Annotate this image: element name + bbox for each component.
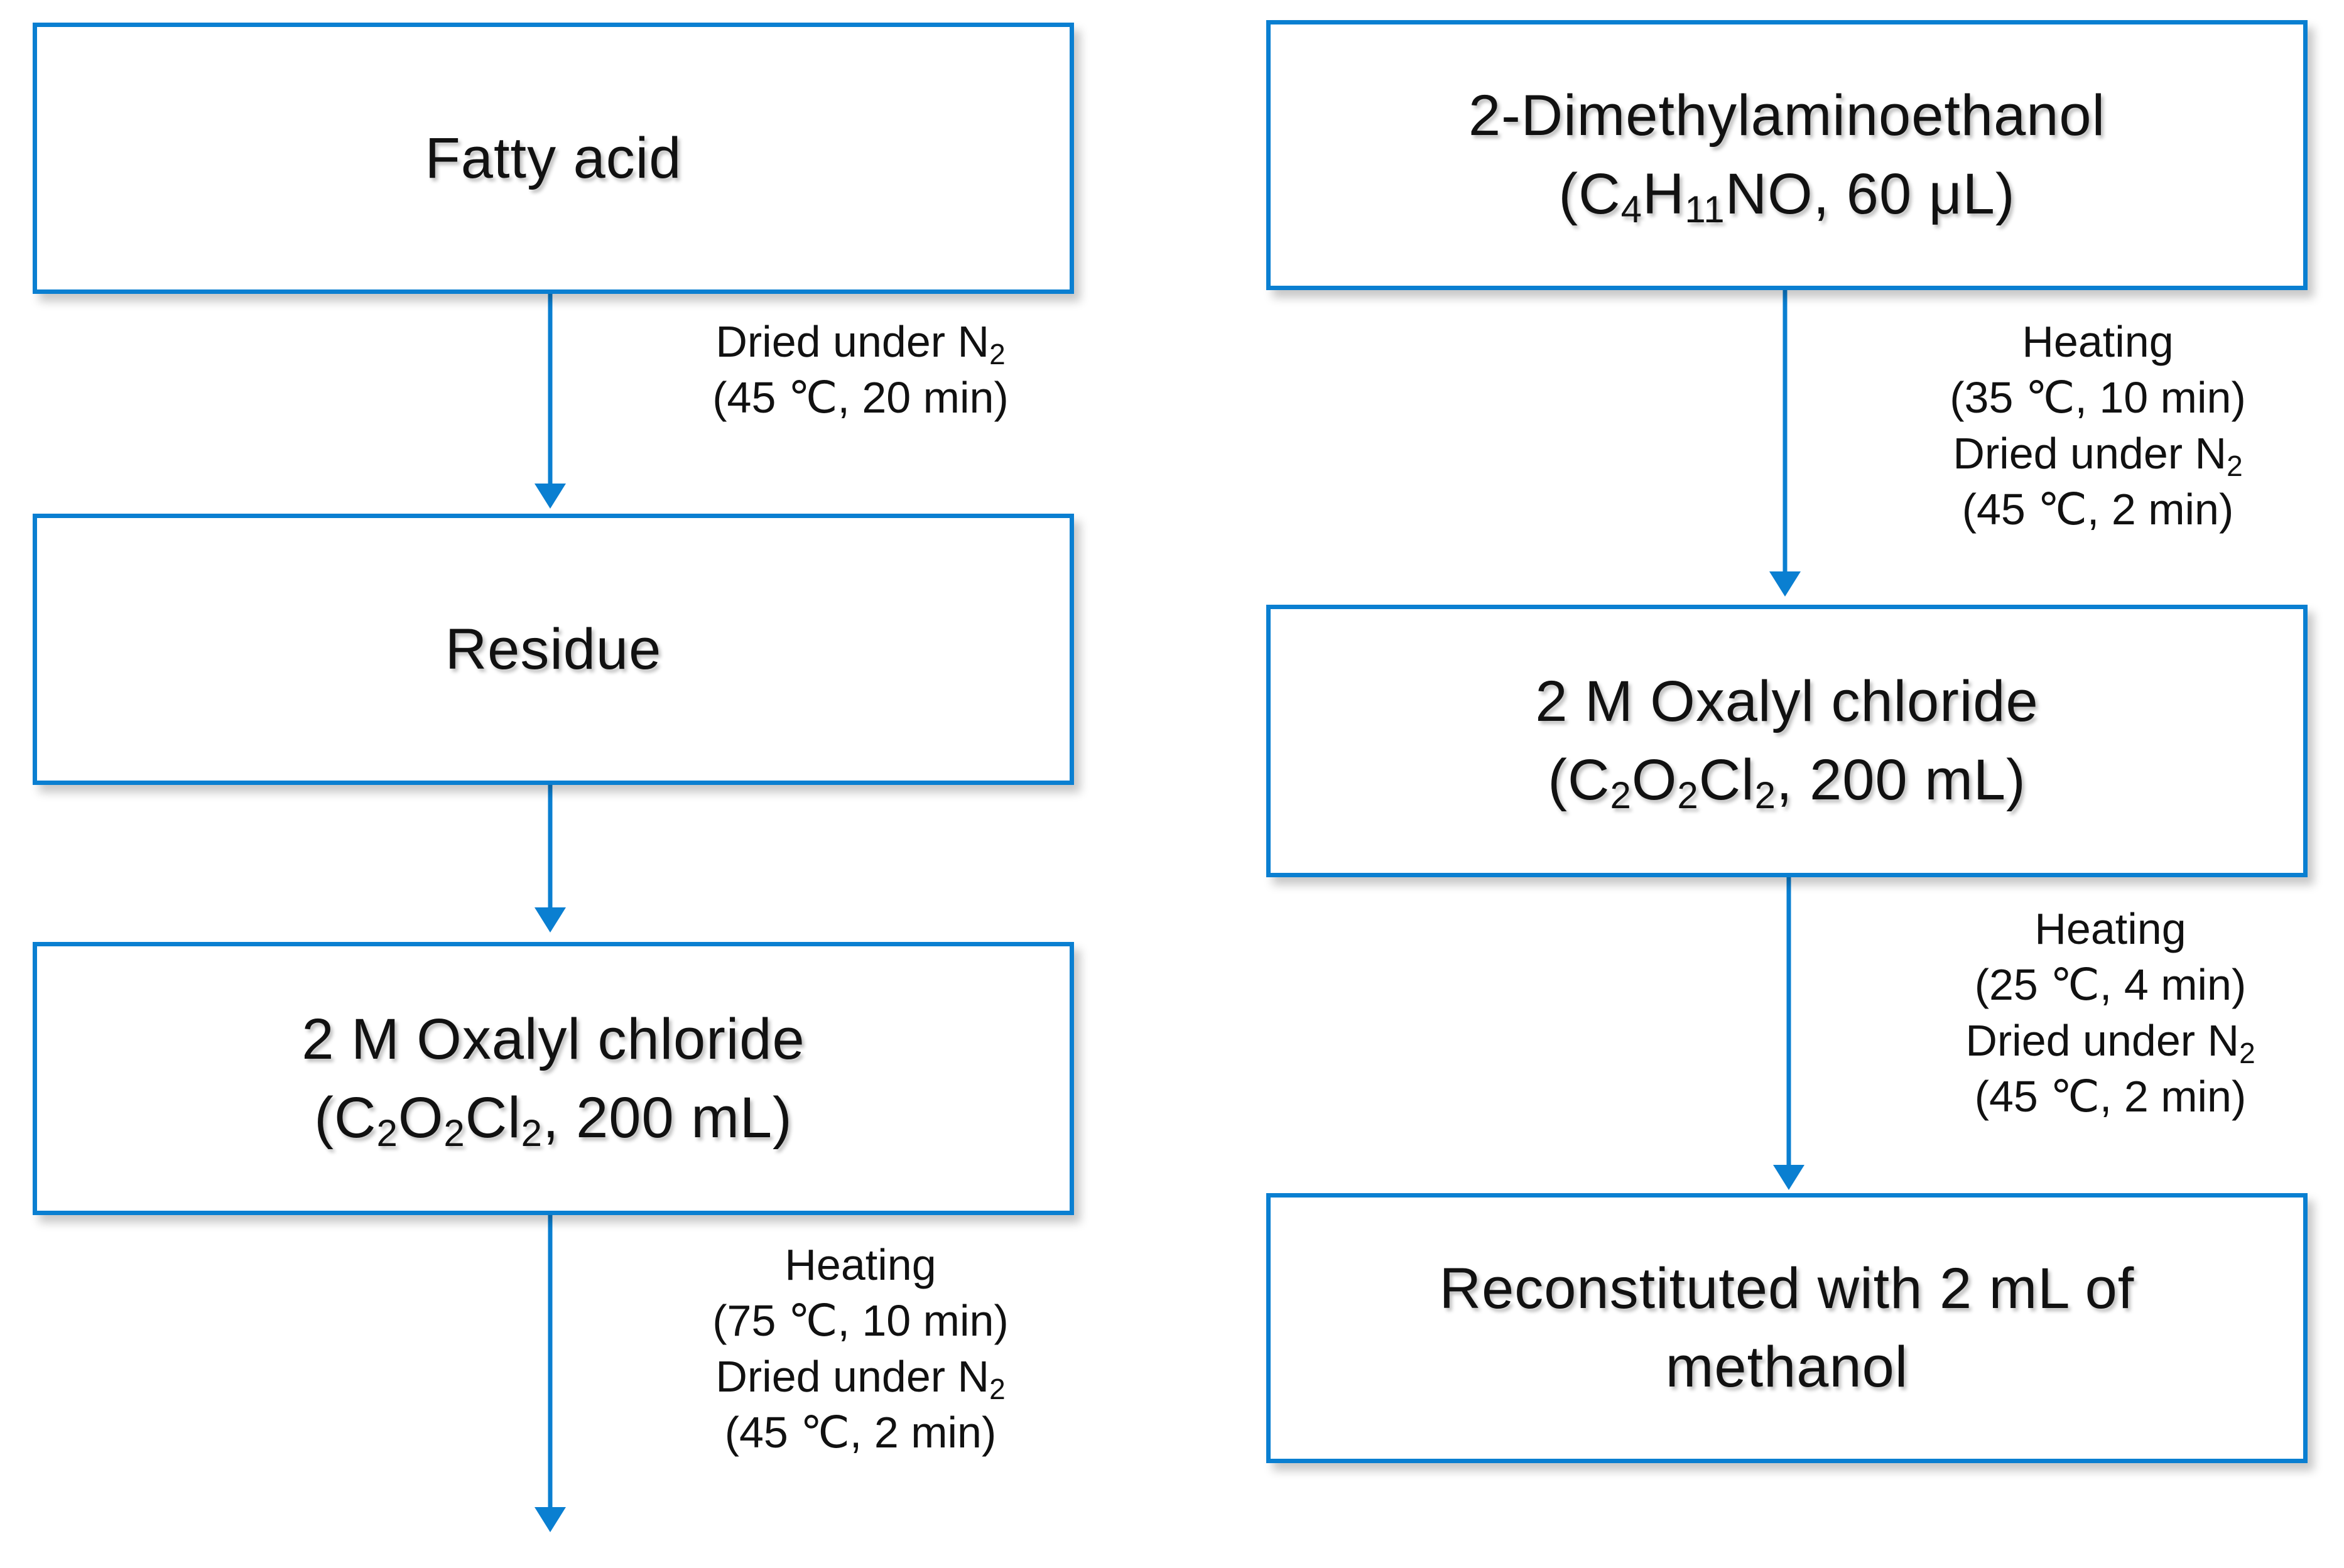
oxalyl-chloride-formula-right: (C2O2Cl2, 200 mL) xyxy=(1548,748,2026,816)
oxalyl-chloride-label-right: 2 M Oxalyl chloride xyxy=(1535,669,2039,733)
dimethylaminoethanol-label: 2-Dimethylaminoethanol xyxy=(1468,84,2106,148)
reconstituted-label-line1: Reconstituted with 2 mL of xyxy=(1439,1257,2135,1321)
dry-step-note: Dried under N2 (45 ℃, 20 min) xyxy=(712,317,1009,422)
heating-step-note-right-2: Heating (25 ℃, 4 min) Dried under N2 (45… xyxy=(1965,904,2255,1121)
fatty-acid-box: Fatty acid xyxy=(33,23,1074,294)
dimethylaminoethanol-formula: (C4H11NO, 60 μL) xyxy=(1558,162,2016,230)
heating-step-note-left: Heating (75 ℃, 10 min) Dried under N2 (4… xyxy=(712,1240,1009,1457)
heating-step-note-right-1: Heating (35 ℃, 10 min) Dried under N2 (4… xyxy=(1950,317,2246,534)
reconstituted-label-line2: methanol xyxy=(1665,1335,1909,1399)
oxalyl-chloride-label: 2 M Oxalyl chloride xyxy=(301,1007,805,1071)
residue-label: Residue xyxy=(445,617,662,681)
reconstituted-box: Reconstituted with 2 mL of methanol xyxy=(1266,1193,2308,1463)
oxalyl-chloride-box-right: 2 M Oxalyl chloride (C2O2Cl2, 200 mL) xyxy=(1266,605,2308,877)
fatty-acid-label: Fatty acid xyxy=(425,126,682,190)
dimethylaminoethanol-box: 2-Dimethylaminoethanol (C4H11NO, 60 μL) xyxy=(1266,20,2308,290)
oxalyl-chloride-formula: (C2O2Cl2, 200 mL) xyxy=(314,1085,793,1154)
residue-box: Residue xyxy=(33,514,1074,785)
oxalyl-chloride-box-left: 2 M Oxalyl chloride (C2O2Cl2, 200 mL) xyxy=(33,942,1074,1215)
